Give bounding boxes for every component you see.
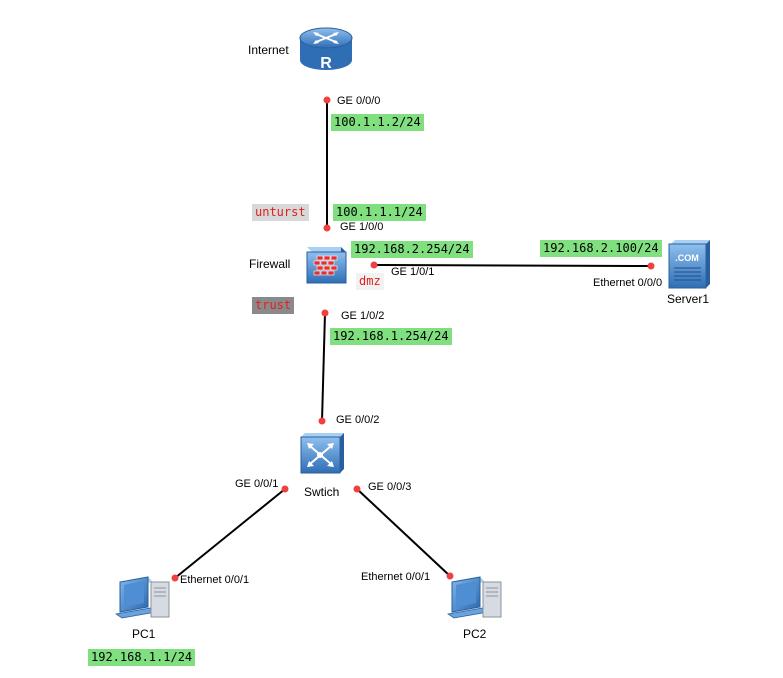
port-dot-fw-ge102 bbox=[321, 309, 329, 317]
port-label-sw-ge002: GE 0/0/2 bbox=[336, 414, 380, 426]
switch-label: Swtich bbox=[304, 485, 340, 499]
port-label-internet-ge000: GE 0/0/0 bbox=[337, 95, 381, 107]
link-switch-pc1 bbox=[174, 488, 286, 579]
svg-text:R: R bbox=[320, 55, 332, 72]
ip-label-internet: 100.1.1.2/24 bbox=[331, 114, 424, 131]
link-firewall-server bbox=[373, 264, 652, 267]
link-switch-pc2 bbox=[356, 488, 451, 577]
port-label-fw-ge101: GE 1/0/1 bbox=[391, 266, 435, 278]
pc2-label: PC2 bbox=[463, 627, 487, 641]
ip-label-fw-dmz: 192.168.2.254/24 bbox=[351, 241, 473, 258]
port-dot-fw-ge100 bbox=[323, 224, 331, 232]
server-label: Server1 bbox=[667, 292, 710, 306]
server-icon[interactable]: .COM bbox=[668, 240, 710, 289]
pc1-label: PC1 bbox=[132, 627, 156, 641]
port-dot-fw-ge101 bbox=[370, 261, 378, 269]
port-dot-sw-ge003 bbox=[353, 485, 361, 493]
port-dot-pc2-eth bbox=[446, 572, 454, 580]
port-dot-pc1-eth bbox=[171, 574, 179, 582]
port-label-pc1-eth: Ethernet 0/0/1 bbox=[180, 574, 250, 586]
internet-label: Internet bbox=[248, 43, 289, 57]
zone-label-trust: trust bbox=[252, 297, 295, 314]
port-dot-server-eth bbox=[647, 262, 655, 270]
router-icon[interactable]: R bbox=[299, 27, 353, 72]
switch-icon[interactable] bbox=[300, 433, 344, 474]
port-label-server-eth: Ethernet 0/0/0 bbox=[593, 277, 663, 289]
zone-label-untrust: unturst bbox=[252, 204, 309, 221]
port-label-fw-ge100: GE 1/0/0 bbox=[340, 221, 384, 233]
port-label-fw-ge102: GE 1/0/2 bbox=[341, 310, 385, 322]
ip-label-pc1: 192.168.1.1/24 bbox=[88, 649, 196, 666]
ip-label-fw-trust: 192.168.1.254/24 bbox=[330, 328, 452, 345]
port-label-sw-ge003: GE 0/0/3 bbox=[368, 481, 412, 493]
port-dots bbox=[171, 96, 655, 582]
port-dot-sw-ge002 bbox=[318, 417, 326, 425]
pc2-icon[interactable] bbox=[446, 576, 502, 619]
pc1-icon[interactable] bbox=[114, 576, 170, 619]
port-dot-internet-ge000 bbox=[323, 96, 331, 104]
firewall-icon[interactable] bbox=[306, 247, 347, 284]
ip-label-server: 192.168.2.100/24 bbox=[540, 240, 662, 257]
links bbox=[174, 100, 652, 579]
zone-label-dmz: dmz bbox=[356, 273, 384, 290]
ip-label-fw-untrust: 100.1.1.1/24 bbox=[333, 204, 426, 221]
port-label-sw-ge001: GE 0/0/1 bbox=[235, 478, 279, 490]
server-badge: .COM bbox=[675, 253, 699, 263]
port-dot-sw-ge001 bbox=[281, 485, 289, 493]
port-label-pc2-eth: Ethernet 0/0/1 bbox=[361, 571, 431, 583]
firewall-label: Firewall bbox=[249, 257, 291, 271]
link-firewall-switch bbox=[321, 312, 326, 422]
